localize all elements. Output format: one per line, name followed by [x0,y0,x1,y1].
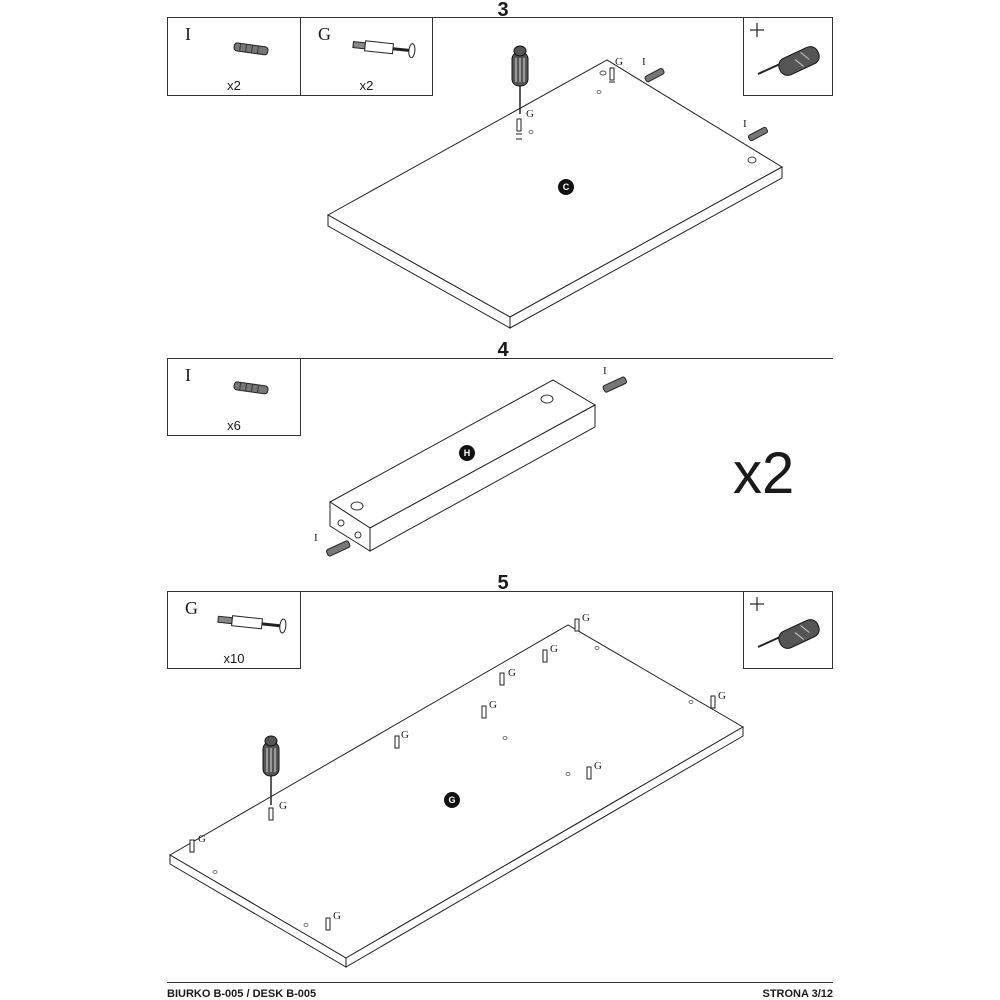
callout-dowel-I: I [642,56,646,68]
step-5-rule [167,591,833,592]
panel-label-H: H [459,445,475,461]
callout-cam-bolt-G: G [198,833,206,845]
callout-cam-bolt-G: G [582,612,590,624]
wooden-dowel-icon [233,42,269,56]
part-box-dowel-I: I x2 [167,17,301,96]
callout-cam-bolt-G: G [279,800,287,812]
step-3-number: 3 [497,0,509,21]
part-letter: G [318,24,331,44]
phillips-screwdriver-icon [750,597,820,649]
callout-cam-bolt-G: G [333,910,341,922]
callout-cam-bolt-G: G [526,108,534,120]
step-4-rule [167,358,833,359]
footer-rule [167,982,833,983]
footer-product-name: BIURKO B-005 / DESK B-005 [167,988,317,1000]
panel-label-C: C [558,179,574,195]
step-3-rule [167,17,833,18]
step-4-number: 4 [497,339,509,361]
cam-bolt-icon [217,615,287,634]
part-letter: I [185,365,191,385]
callout-cam-bolt-G: G [594,760,602,772]
repeat-multiplier: x2 [733,441,795,506]
phillips-screwdriver-icon [750,23,820,76]
part-box-cam-bolt-G: G x2 [300,17,433,96]
part-qty: x2 [359,78,374,93]
step-5-number: 5 [497,572,509,594]
callout-cam-bolt-G: G [615,56,623,68]
callout-cam-bolt-G: G [401,729,409,741]
wooden-dowel-icon [233,381,269,395]
part-box-cam-bolt-G: G x10 [167,591,301,669]
callout-dowel-I: I [603,365,607,377]
callout-cam-bolt-G: G [489,699,497,711]
part-qty: x6 [227,418,241,433]
tool-box-screwdriver [743,17,833,96]
part-box-dowel-I: I x6 [167,358,301,436]
callout-cam-bolt-G: G [550,643,558,655]
panel-label-G: G [444,792,460,808]
part-qty: x2 [227,78,241,93]
part-qty: x10 [223,651,245,666]
callout-cam-bolt-G: G [718,690,726,702]
callout-cam-bolt-G: G [508,667,516,679]
cam-bolt-icon [352,40,416,58]
footer-page-number: STRONA 3/12 [762,988,833,1000]
part-letter: I [185,24,191,44]
tool-box-screwdriver [743,591,833,669]
part-letter: G [185,598,198,618]
callout-dowel-I: I [314,532,318,544]
callout-dowel-I: I [743,118,747,130]
